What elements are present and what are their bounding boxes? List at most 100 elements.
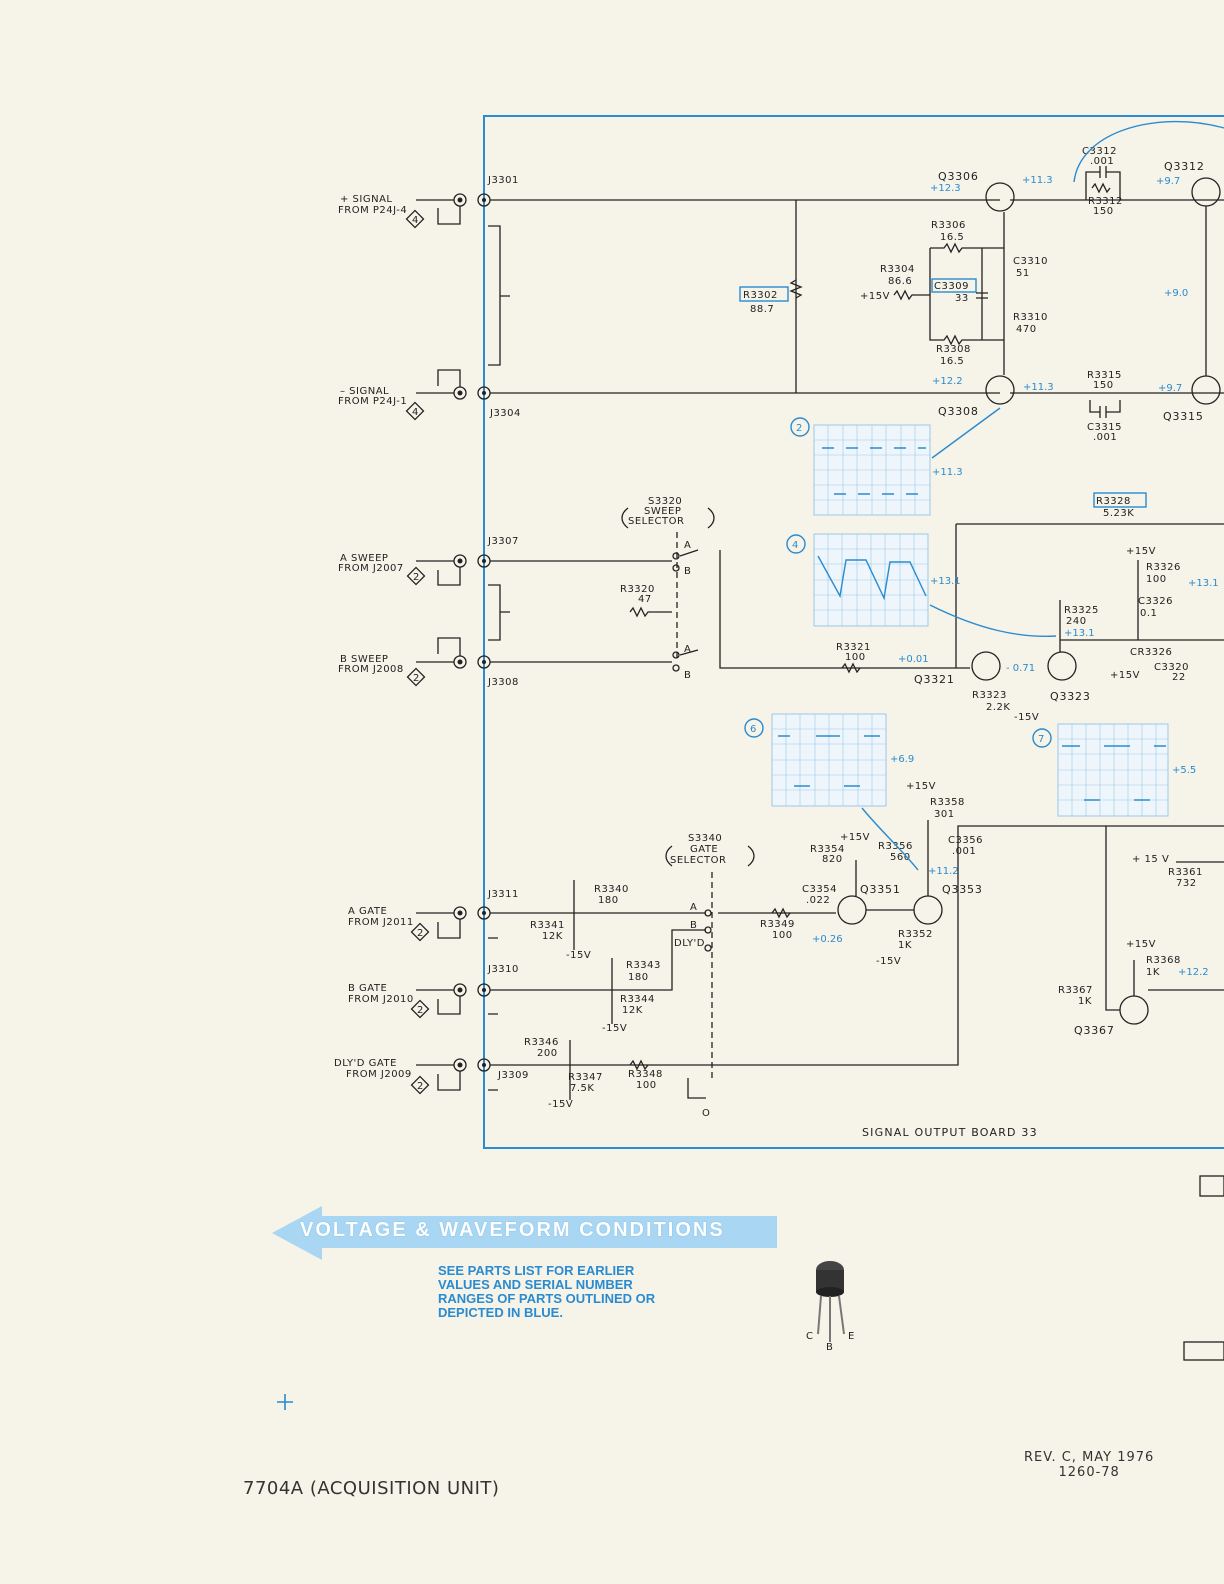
q3353-label: Q3353 (942, 883, 983, 896)
r3304-label: R3304 (880, 264, 915, 275)
footer-revision: REV. C, MAY 1976 1260-78 (1024, 1450, 1154, 1480)
svg-text:J3309: J3309 (497, 1070, 529, 1081)
s3320-pos-b2: B (684, 670, 691, 681)
r3312-value: 150 (1093, 206, 1114, 217)
r3304-rail: +15V (860, 291, 890, 302)
q-pair-wires (1003, 199, 1224, 394)
svg-text:J3304: J3304 (489, 408, 521, 419)
s3320-pos-a1: A (684, 540, 691, 551)
b-gate-wire (490, 929, 706, 991)
s3340-parens (665, 845, 755, 867)
c3356-label: C3356 (948, 835, 983, 846)
revision-date: REV. C, MAY 1976 (1024, 1450, 1155, 1465)
voltage-v2: +11.3 (1022, 175, 1053, 186)
s3320-contacts (679, 549, 699, 656)
edge-box-z (1183, 1341, 1224, 1361)
s3320-parens (621, 507, 715, 529)
svg-text:2: 2 (413, 572, 420, 583)
r3354-value: 820 (822, 854, 843, 865)
r3304-value: 86.6 (888, 276, 912, 287)
svg-text:– SIGNAL: – SIGNAL (340, 386, 389, 397)
drawing-number: 1260-78 (1058, 1465, 1120, 1480)
r3352-label: R3352 (898, 929, 933, 940)
svg-text:B SWEEP: B SWEEP (340, 654, 388, 665)
svg-text:J3307: J3307 (487, 536, 519, 547)
svg-text:6: 6 (750, 724, 756, 735)
r3302-value: 88.7 (750, 304, 774, 315)
c3320-label: C3320 (1154, 662, 1189, 673)
q3306-label: Q3306 (938, 170, 979, 183)
s3320-label: S3320 (648, 496, 682, 507)
c3312-label: C3312 (1082, 146, 1117, 157)
r3323-label: R3323 (972, 690, 1007, 701)
ground-gates (488, 937, 498, 1091)
r3323-rail: -15V (1014, 712, 1039, 723)
s3340-pos-a: A (690, 902, 697, 913)
shield-sweep (488, 584, 510, 641)
r3302-label: R3302 (743, 290, 778, 301)
c3310-label: C3310 (1013, 256, 1048, 267)
r3341-rail: -15V (566, 950, 591, 961)
r3349-value: 100 (772, 930, 793, 941)
r3361-value: 732 (1176, 878, 1197, 889)
q3323-label: Q3323 (1050, 690, 1091, 703)
r3310-label: R3310 (1013, 312, 1048, 323)
s3340-pos-dlyd: DLY'D (674, 938, 705, 949)
svg-text:A SWEEP: A SWEEP (340, 553, 388, 564)
sweep-output-wire (719, 550, 970, 669)
voltage-v7: +9.7 (1158, 383, 1182, 394)
input-a-gate: A GATE FROM J2011 2 J3311 (348, 889, 518, 942)
r3358-rail: +15V (906, 781, 936, 792)
dlyd-gate-wire (490, 825, 1224, 1066)
svg-text:B: B (826, 1342, 833, 1353)
svg-text:B GATE: B GATE (348, 983, 387, 994)
r3320-value: 47 (638, 594, 652, 605)
r3315-value: 150 (1093, 380, 1114, 391)
q3351-symbol (837, 895, 867, 925)
r3361-rail: + 15 V (1132, 854, 1169, 865)
s3320-pos-a2: A (684, 644, 691, 655)
r3356-label: R3356 (878, 841, 913, 852)
svg-text:+5.5: +5.5 (1172, 765, 1196, 776)
svg-text:4: 4 (412, 407, 419, 418)
feedback-arrow (1073, 120, 1224, 183)
r3308-label: R3308 (936, 344, 971, 355)
c3354-value: .022 (806, 895, 830, 906)
parts-list-note: SEE PARTS LIST FOR EARLIER VALUES AND SE… (438, 1263, 656, 1320)
r3352-rail: -15V (876, 956, 901, 967)
svg-text:FROM J2010: FROM J2010 (348, 994, 414, 1005)
r3323-value: 2.2K (986, 702, 1010, 713)
svg-text:7: 7 (1038, 734, 1044, 745)
r3367-value: 1K (1078, 996, 1092, 1007)
r3341-label: R3341 (530, 920, 565, 931)
c3315-cap (1089, 400, 1121, 418)
s3320-pos-b1: B (684, 566, 691, 577)
waveform-6: 6 +6.9 (744, 713, 919, 871)
r3310-value: 470 (1016, 324, 1037, 335)
s3340-l1: GATE (690, 844, 718, 855)
s3340-pos-o: O (702, 1108, 710, 1119)
voltage-v14: +11.2 (928, 866, 959, 877)
banner-arrow (272, 1206, 777, 1260)
r3348-value: 100 (636, 1080, 657, 1091)
r3340-label: R3340 (594, 884, 629, 895)
r3321-resistor (841, 662, 861, 674)
voltage-v9: +13.1 (1064, 628, 1095, 639)
r3308-value: 16.5 (940, 356, 964, 367)
svg-text:2: 2 (413, 673, 420, 684)
q3315-symbol (1191, 375, 1221, 405)
svg-text:4: 4 (412, 215, 419, 226)
q3308-label: Q3308 (938, 405, 979, 418)
c3312-value: .001 (1090, 156, 1114, 167)
r3308-resistor (929, 248, 1004, 346)
r3312-label: R3312 (1088, 196, 1123, 207)
s3340-o-contact (687, 1078, 706, 1099)
svg-text:2: 2 (417, 1081, 424, 1092)
q3351-label: Q3351 (860, 883, 901, 896)
q3367-symbol (1119, 995, 1149, 1025)
c3354-label: C3354 (802, 884, 837, 895)
r3354-rail: +15V (840, 832, 870, 843)
r3344-label: R3344 (620, 994, 655, 1005)
svg-text:2: 2 (417, 1005, 424, 1016)
c3315-label: C3315 (1087, 422, 1122, 433)
